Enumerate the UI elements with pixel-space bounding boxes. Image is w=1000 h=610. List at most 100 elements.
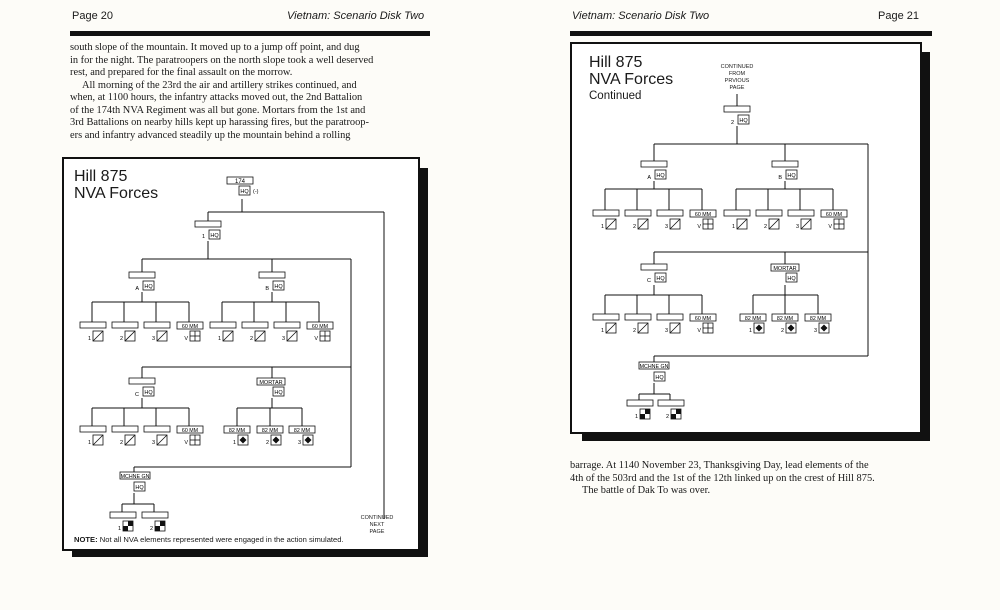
platoon-number: 2 xyxy=(150,526,153,532)
regiment-suffix: (-) xyxy=(253,189,259,195)
company-a-platoons: 1 2 3 60 MM V xyxy=(592,209,717,230)
header-rule-left xyxy=(70,31,430,36)
platoon-number: V xyxy=(184,440,188,446)
company-c-unit: HQ C xyxy=(640,263,668,284)
platoon-number: 3 xyxy=(298,440,301,446)
text-line: rest, and prepared for the final assault… xyxy=(70,67,293,78)
hq-label: HQ xyxy=(655,375,664,381)
hq-label: HQ xyxy=(274,390,283,396)
continued-line: PAGE xyxy=(369,529,385,535)
text-line: 3rd Battalions on nearby hills kept up h… xyxy=(70,117,369,128)
company-b-platoons: 1 2 3 60 MM V xyxy=(723,209,848,230)
company-c-platoons: 1 2 3 60 MM V xyxy=(79,425,204,446)
continued-line: CONTINUED xyxy=(720,64,754,70)
platoon-number: 2 xyxy=(666,414,669,420)
platoon-number: 3 xyxy=(796,224,799,230)
chart-title-line: NVA Forces xyxy=(589,71,674,88)
chart-title-line: Hill 875 xyxy=(74,168,128,185)
continued-line: PRVIOUS xyxy=(724,78,750,84)
mortar-label: MORTAR xyxy=(259,380,282,386)
hq-label: HQ xyxy=(240,189,249,195)
hq-label: HQ xyxy=(739,118,748,124)
platoon-number: V xyxy=(184,336,188,342)
battalion-unit: HQ 2 xyxy=(723,105,751,126)
company-letter: C xyxy=(135,392,139,398)
right-page: Vietnam: Scenario Disk Two Page 21 Hill … xyxy=(500,0,1000,610)
platoon-number: 1 xyxy=(233,440,236,446)
mortar-label: MORTAR xyxy=(773,266,796,272)
weapon-label: 60 MM xyxy=(182,428,198,434)
page-number-left: Page 20 xyxy=(72,10,113,22)
company-letter: A xyxy=(135,286,139,292)
running-title-right: Vietnam: Scenario Disk Two xyxy=(572,10,710,22)
hq-label: HQ xyxy=(656,173,665,179)
platoon-number: 3 xyxy=(665,328,668,334)
note-label: NOTE: xyxy=(74,535,98,544)
weapon-label: 60 MM xyxy=(695,316,711,322)
battalion-number: 2 xyxy=(731,120,734,126)
org-chart-panel-left: Hill 875 NVA Forces xyxy=(62,157,420,551)
platoon-number: 2 xyxy=(633,224,636,230)
platoon-number: 1 xyxy=(732,224,735,230)
mg-label: MCHNE GN xyxy=(121,474,150,480)
text-line: barrage. At 1140 November 23, Thanksgivi… xyxy=(570,460,869,471)
platoon-number: 3 xyxy=(152,440,155,446)
platoon-number: V xyxy=(697,224,701,230)
hq-label: HQ xyxy=(210,233,219,239)
battalion-unit: HQ 1 xyxy=(194,220,222,240)
hq-label: HQ xyxy=(274,284,283,290)
platoon-number: 3 xyxy=(814,328,817,334)
body-text-left: south slope of the mountain. It moved up… xyxy=(70,42,428,142)
mortar-platoons: 82 MM 1 82 MM 2 82 MM 3 xyxy=(739,313,832,334)
continued-line: NEXT xyxy=(369,522,385,528)
text-line: of the 174th NVA Regiment was all but go… xyxy=(70,104,366,116)
running-title-left: Vietnam: Scenario Disk Two xyxy=(287,10,425,22)
weapon-label: 82 MM xyxy=(810,316,826,322)
header-rule-right xyxy=(570,31,932,36)
chart-title-line: Hill 875 xyxy=(589,54,643,71)
company-a-platoons: 1 2 3 60 MM V xyxy=(79,321,204,342)
chart-title-left: Hill 875 NVA Forces xyxy=(74,168,158,202)
continued-line: FROM xyxy=(728,71,746,77)
platoon-number: 2 xyxy=(250,336,253,342)
left-page: Page 20 Vietnam: Scenario Disk Two south… xyxy=(62,10,430,557)
org-chart-diagram-right: HQ 2 HQ A HQ B HQ C MORTAR xyxy=(592,94,869,420)
company-c-unit: HQ C xyxy=(128,377,156,398)
mg-label: MCHNE GN xyxy=(640,364,669,370)
text-line: 4th of the 503rd and the 1st of the 12th… xyxy=(570,472,875,484)
company-b-platoons: 1 2 3 60 MM V xyxy=(209,321,334,342)
company-letter: C xyxy=(647,278,651,284)
mortar-unit: MORTAR HQ xyxy=(770,263,800,283)
company-letter: B xyxy=(265,286,269,292)
text-line: south slope of the mountain. It moved up… xyxy=(70,42,360,53)
company-letter: A xyxy=(647,175,651,181)
regiment-unit: 174 HQ (-) xyxy=(226,176,259,196)
company-c-platoons: 1 2 3 60 MM V xyxy=(592,313,717,334)
platoon-number: V xyxy=(697,328,701,334)
weapon-label: 60 MM xyxy=(312,324,328,330)
text-line: All morning of the 23rd the air and arti… xyxy=(82,79,357,91)
weapon-label: 82 MM xyxy=(262,428,278,434)
continued-line: CONTINUED xyxy=(360,515,394,521)
chart-note: NOTE: Not all NVA elements represented w… xyxy=(74,535,344,544)
mortar-unit: MORTAR HQ xyxy=(256,377,286,397)
platoon-number: 1 xyxy=(635,414,638,420)
text-line: when, at 1100 hours, the infantry attack… xyxy=(70,92,363,103)
machine-gun-unit: MCHNE GN HQ xyxy=(119,471,151,492)
platoon-number: 1 xyxy=(749,328,752,334)
body-text-right: barrage. At 1140 November 23, Thanksgivi… xyxy=(570,460,930,498)
company-a-unit: HQ A xyxy=(128,271,156,292)
platoon-number: 1 xyxy=(601,328,604,334)
platoon-number: 1 xyxy=(88,440,91,446)
hq-label: HQ xyxy=(656,276,665,282)
hq-label: HQ xyxy=(144,390,153,396)
company-b-unit: HQ B xyxy=(258,271,286,292)
machine-gun-sections: 1 2 xyxy=(626,399,685,420)
platoon-number: 3 xyxy=(282,336,285,342)
platoon-number: V xyxy=(314,336,318,342)
platoon-number: 1 xyxy=(601,224,604,230)
company-letter: B xyxy=(778,175,782,181)
chart-title-right: Hill 875 NVA Forces xyxy=(589,54,673,88)
text-line: The battle of Dak To was over. xyxy=(582,485,711,496)
platoon-number: 2 xyxy=(781,328,784,334)
